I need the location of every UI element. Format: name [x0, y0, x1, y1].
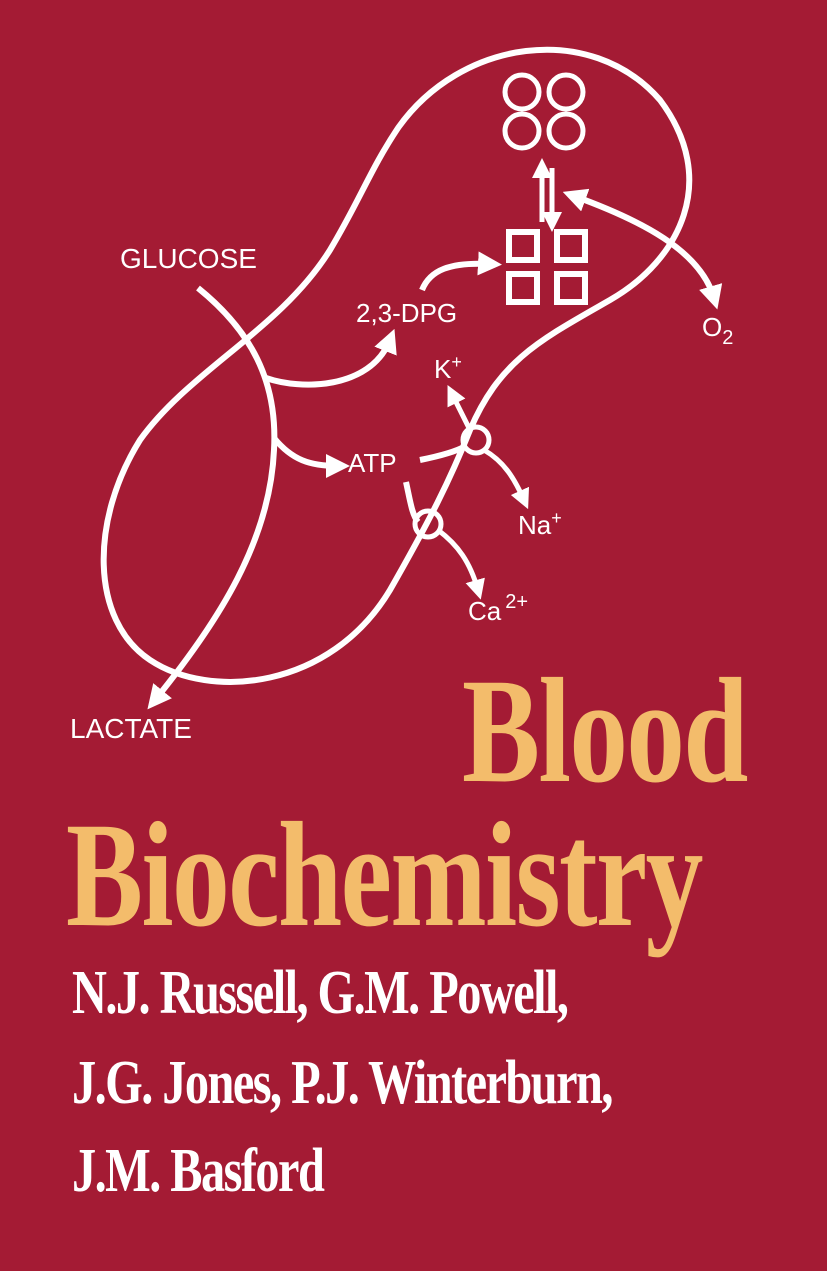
- oxyhemoglobin-circles: [502, 72, 586, 151]
- oxygen-label: O2: [702, 312, 733, 349]
- sodium-potassium-pump: [460, 424, 492, 456]
- cell-membrane-outline: [100, 46, 693, 685]
- authors-line-3: J.M. Basford: [72, 1137, 325, 1205]
- potassium-label: K+: [434, 352, 462, 384]
- deoxyhemoglobin-squares: [506, 229, 588, 305]
- glucose-label: GLUCOSE: [120, 243, 257, 274]
- dpg-to-hemoglobin-arrow: [419, 251, 502, 292]
- lactate-label: LACTATE: [70, 713, 192, 744]
- glucose-to-lactate-arrow: [147, 285, 278, 710]
- title-line-1: Blood: [462, 648, 748, 814]
- oxygen-exchange-arrow: [562, 188, 723, 310]
- branch-to-atp-arrow: [271, 436, 350, 478]
- dpg-label: 2,3-DPG: [356, 298, 457, 328]
- authors-line-1: N.J. Russell, G.M. Powell,: [72, 959, 569, 1027]
- authors-line-2: J.G. Jones, P.J. Winterburn,: [72, 1049, 613, 1117]
- potassium-arrow: [447, 385, 473, 432]
- sodium-arrow: [482, 447, 530, 510]
- atp-to-pump-line: [419, 443, 468, 463]
- atp-to-calcium-pump-line: [403, 481, 421, 524]
- calcium-pump: [412, 508, 444, 540]
- sodium-label: Na+: [518, 508, 562, 540]
- branch-to-dpg-arrow: [265, 328, 397, 388]
- atp-label: ATP: [348, 448, 397, 478]
- calcium-arrow: [436, 528, 485, 600]
- title-line-2: Biochemistry: [66, 792, 703, 958]
